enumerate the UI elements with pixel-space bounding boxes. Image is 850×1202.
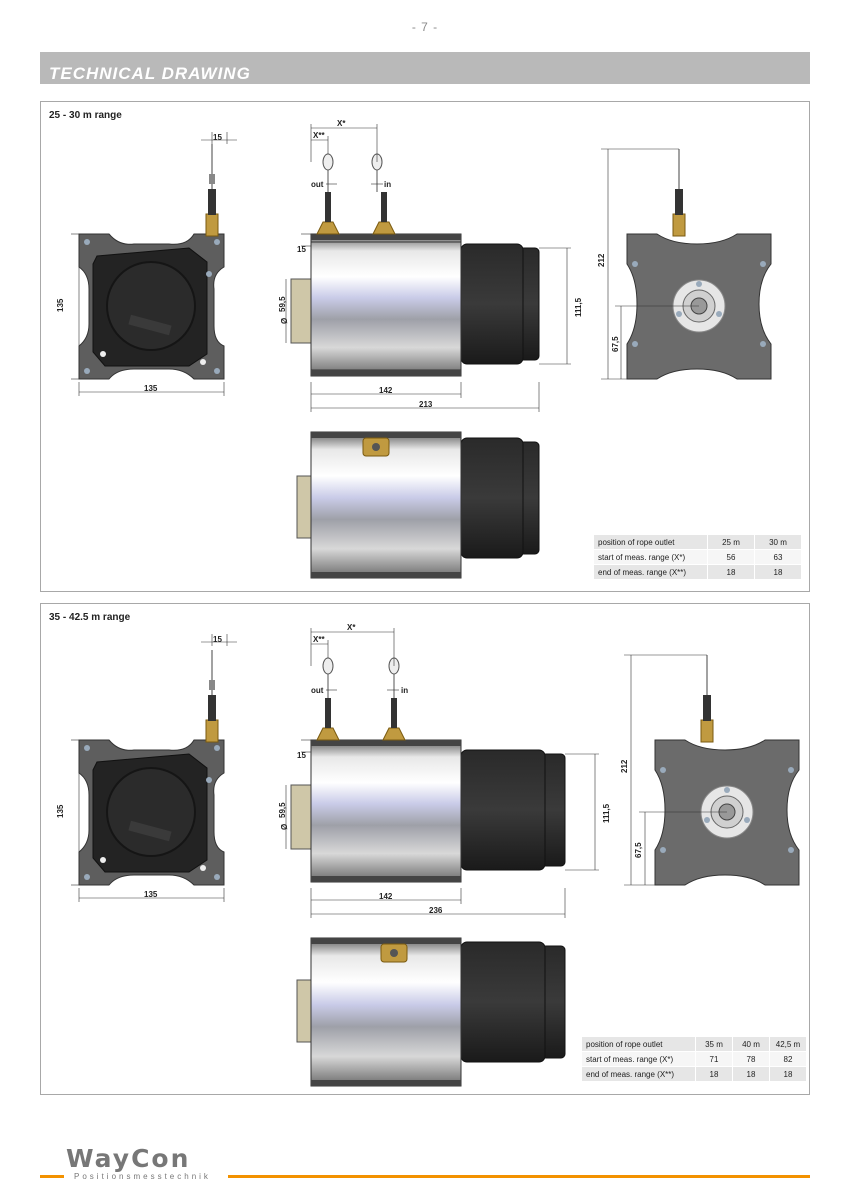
spec-table: position of rope outlet 25 m 30 m start … <box>593 534 802 580</box>
dim-rope-offset: 15 <box>213 133 222 142</box>
table-cell: 42,5 m <box>769 1036 807 1052</box>
technical-drawing: 15 135 135 <box>56 623 800 1087</box>
dim-diameter-symbol: Ø <box>280 824 289 830</box>
dim-back-height: 212 <box>620 759 629 773</box>
footer-accent-line <box>40 1175 64 1178</box>
table-row: start of meas. range (X*) 56 63 <box>593 549 802 565</box>
table-row: start of meas. range (X*) 71 78 82 <box>581 1051 807 1067</box>
dim-x-star2: X** <box>313 635 325 644</box>
section-header: TECHNICAL DRAWING <box>40 52 810 84</box>
dim-diameter-symbol: Ø <box>280 318 289 324</box>
dim-body-length: 142 <box>379 892 393 901</box>
table-header: position of rope outlet 25 m 30 m <box>593 534 802 550</box>
table-cell: 82 <box>769 1051 807 1067</box>
table-cell: 18 <box>754 564 802 580</box>
table-cell: 30 m <box>754 534 802 550</box>
table-cell: start of meas. range (X*) <box>593 549 708 565</box>
side-dimensions <box>285 124 571 412</box>
dim-front-width: 135 <box>144 890 158 899</box>
label-out: out <box>311 686 324 695</box>
dim-x-star: X* <box>337 119 346 128</box>
table-row: end of meas. range (X**) 18 18 18 <box>581 1066 807 1082</box>
front-dimensions <box>71 132 237 396</box>
panel-title: 25 - 30 m range <box>49 110 122 121</box>
table-cell: position of rope outlet <box>593 534 708 550</box>
logo-tagline: Positionsmesstechnik <box>74 1172 211 1181</box>
panel-title: 35 - 42.5 m range <box>49 612 131 623</box>
dim-diameter: 59,5 <box>278 296 287 312</box>
table-cell: 25 m <box>707 534 755 550</box>
back-view <box>654 655 800 886</box>
dim-back-height: 212 <box>597 253 606 267</box>
table-cell: 35 m <box>695 1036 733 1052</box>
spec-table: position of rope outlet 35 m 40 m 42,5 m… <box>581 1036 807 1082</box>
table-cell: 56 <box>707 549 755 565</box>
table-row: end of meas. range (X**) 18 18 <box>593 564 802 580</box>
table-cell: 18 <box>695 1066 733 1082</box>
dim-front-height: 135 <box>56 298 65 312</box>
back-view <box>626 149 772 380</box>
dim-front-width: 135 <box>144 384 158 393</box>
label-in: in <box>401 686 408 695</box>
table-cell: 63 <box>754 549 802 565</box>
table-cell: start of meas. range (X*) <box>581 1051 696 1067</box>
side-view <box>290 657 566 883</box>
dim-x-star2: X** <box>313 131 325 140</box>
table-cell: 18 <box>732 1066 770 1082</box>
label-out: out <box>311 180 324 189</box>
table-cell: position of rope outlet <box>581 1036 696 1052</box>
back-dimensions <box>624 654 727 886</box>
dim-total-length: 213 <box>419 400 433 409</box>
table-cell: end of meas. range (X**) <box>593 564 708 580</box>
table-cell: 71 <box>695 1051 733 1067</box>
bottom-view <box>296 937 566 1087</box>
table-header: position of rope outlet 35 m 40 m 42,5 m <box>581 1036 807 1052</box>
dim-rope-offset: 15 <box>213 635 222 644</box>
dim-center-height: 67,5 <box>611 336 620 352</box>
back-dimensions <box>601 148 699 380</box>
dim-top-offset: 15 <box>297 751 306 760</box>
dim-front-height: 135 <box>56 804 65 818</box>
table-cell: end of meas. range (X**) <box>581 1066 696 1082</box>
label-in: in <box>384 180 391 189</box>
side-view <box>290 153 540 377</box>
page-title: TECHNICAL DRAWING <box>49 64 251 83</box>
table-cell: 18 <box>707 564 755 580</box>
bottom-view <box>296 431 540 579</box>
waycon-logo: WayCon Positionsmesstechnik <box>66 1144 211 1182</box>
dim-x-star: X* <box>347 623 356 632</box>
table-cell: 40 m <box>732 1036 770 1052</box>
drawing-panel-35-42: 35 - 42.5 m range <box>40 603 810 1095</box>
dim-center-height: 67,5 <box>634 842 643 858</box>
dim-body-length: 142 <box>379 386 393 395</box>
logo-wordmark: WayCon <box>66 1144 191 1173</box>
footer-accent-line <box>228 1175 810 1178</box>
dim-total-length: 236 <box>429 906 443 915</box>
front-view <box>78 144 225 380</box>
page-number: - 7 - <box>411 20 439 34</box>
front-dimensions <box>71 634 237 902</box>
table-cell: 18 <box>769 1066 807 1082</box>
dim-body-height: 111,5 <box>602 803 611 823</box>
table-cell: 78 <box>732 1051 770 1067</box>
drawing-panel-25-30: 25 - 30 m range <box>40 101 810 592</box>
dim-body-height: 111,5 <box>574 297 583 317</box>
side-dimensions <box>285 628 599 918</box>
dim-diameter: 59,5 <box>278 802 287 818</box>
front-view <box>78 650 225 886</box>
dim-top-offset: 15 <box>297 245 306 254</box>
technical-drawing: 15 135 135 <box>56 119 772 579</box>
